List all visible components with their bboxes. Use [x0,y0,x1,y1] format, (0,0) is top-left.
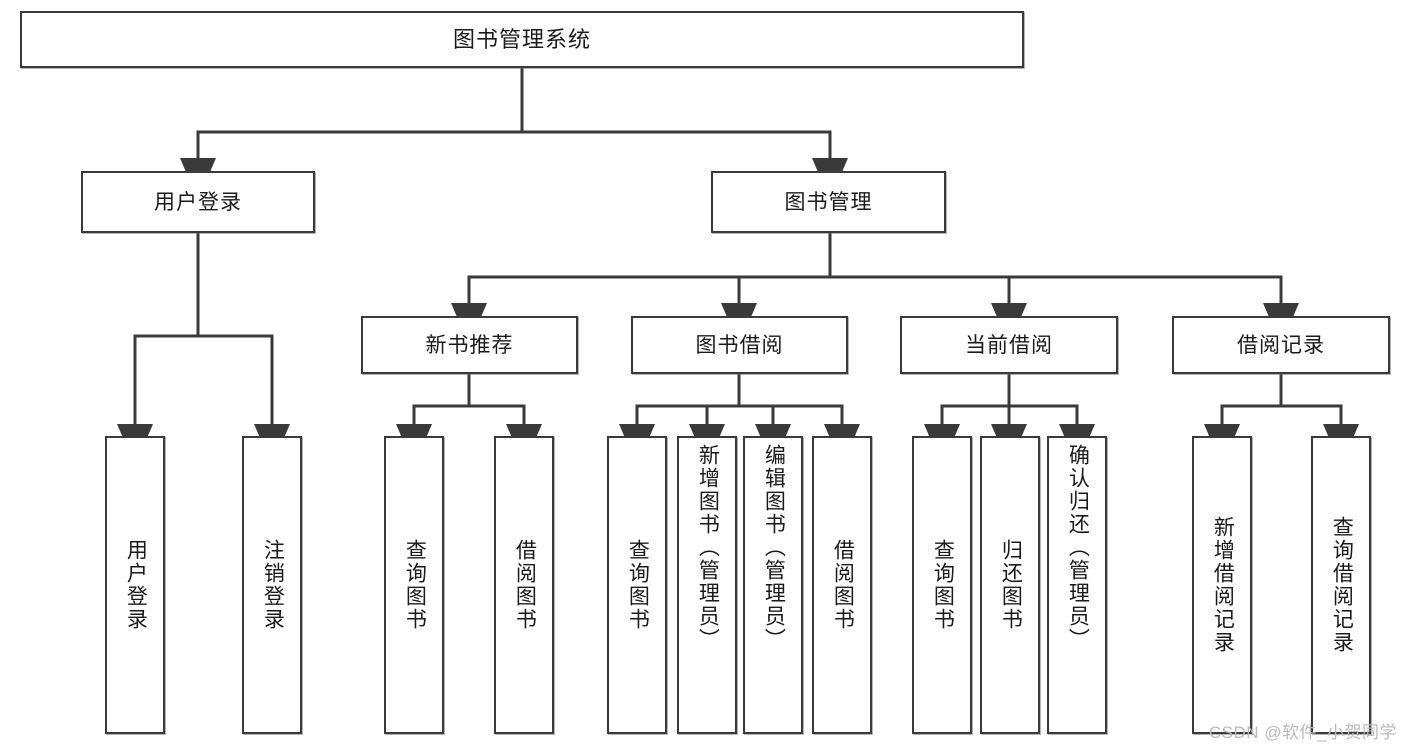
node-current-borrow[interactable]: 当前借阅 [900,316,1118,374]
node-label: 新书推荐 [425,333,514,357]
leaf-record-add-record[interactable]: 新增借阅记录 [1192,436,1252,734]
node-root-system[interactable]: 图书管理系统 [20,11,1024,68]
node-label: 新增借阅记录 [1211,516,1235,654]
leaf-current-query-book[interactable]: 查询图书 [912,436,972,734]
node-label: 用户登录 [154,190,242,214]
node-label: 图书管理系统 [452,26,591,52]
node-label: 借阅图书 [831,539,855,631]
leaf-current-confirm-return-admin[interactable]: 确认归还（管理员） [1047,436,1107,734]
leaf-current-return-book[interactable]: 归还图书 [980,436,1040,734]
node-borrow-record[interactable]: 借阅记录 [1172,316,1390,374]
leaf-record-query-record[interactable]: 查询借阅记录 [1311,436,1371,734]
leaf-recommend-borrow-book[interactable]: 借阅图书 [494,436,554,734]
leaf-user-login-logout[interactable]: 注销登录 [242,436,302,734]
node-label: 当前借阅 [965,333,1053,357]
leaf-user-login-login[interactable]: 用户登录 [105,436,165,734]
node-label: 查询图书 [626,539,650,631]
node-label: 编辑图书（管理员） [762,444,786,651]
node-new-book-recommend[interactable]: 新书推荐 [361,316,578,374]
node-label: 用户登录 [124,539,148,631]
node-label: 归还图书 [999,539,1023,631]
node-label: 借阅记录 [1237,333,1325,357]
node-label: 新增图书（管理员） [696,444,720,651]
leaf-borrow-query-book[interactable]: 查询图书 [607,436,667,734]
node-label: 注销登录 [261,539,285,631]
node-label: 图书管理 [784,190,873,214]
node-user-login[interactable]: 用户登录 [81,171,315,233]
leaf-recommend-query-book[interactable]: 查询图书 [384,436,444,734]
leaf-borrow-borrow-book[interactable]: 借阅图书 [812,436,872,734]
node-label: 确认归还（管理员） [1066,444,1090,651]
node-label: 查询借阅记录 [1330,516,1354,654]
leaf-borrow-add-book-admin[interactable]: 新增图书（管理员） [677,436,737,734]
node-label: 借阅图书 [513,539,537,631]
node-book-management[interactable]: 图书管理 [711,171,946,233]
node-label: 查询图书 [931,539,955,631]
node-label: 查询图书 [403,539,427,631]
node-label: 图书借阅 [695,333,784,357]
csdn-watermark: CSDN @软件_小贺同学 [1208,723,1397,742]
leaf-borrow-edit-book-admin[interactable]: 编辑图书（管理员） [743,436,803,734]
node-book-borrow[interactable]: 图书借阅 [631,316,848,374]
